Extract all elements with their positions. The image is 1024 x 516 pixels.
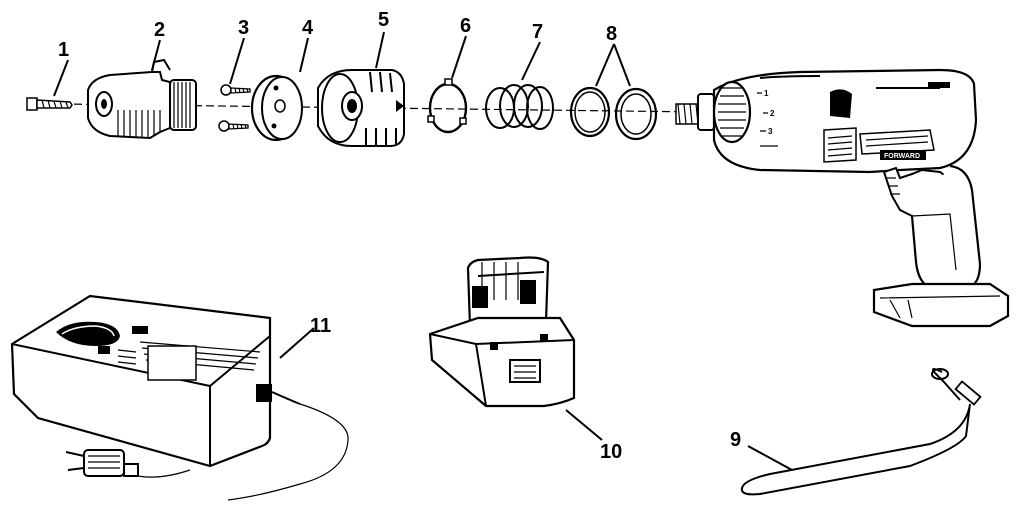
callout-3: 3 [238,17,249,39]
part-spring [485,84,554,130]
drill-brand-label: FORWARD [884,153,920,160]
part-screws [218,84,251,132]
callout-7: 7 [532,21,543,43]
part-chuck [87,58,197,140]
callout-10: 10 [600,441,622,463]
part-retaining-ring [427,78,468,134]
part-battery-pack [428,256,576,408]
callout-4: 4 [302,17,314,39]
part-wrist-strap [740,368,982,496]
callout-1: 1 [58,39,69,61]
callout-9: 9 [730,429,741,451]
callout-5: 5 [378,9,389,31]
leader-lines [53,31,793,471]
clutch-setting-1: 1 [764,89,769,98]
callout-2: 2 [154,19,165,41]
callout-6: 6 [460,15,471,37]
part-clutch-housing [317,69,405,147]
part-charger [10,294,349,501]
drill-body: FORWARD 1 2 3 [675,68,1010,328]
clutch-setting-2: 2 [770,109,775,118]
clutch-setting-3: 3 [768,127,773,136]
callout-8: 8 [606,23,617,45]
part-plate [250,74,303,142]
part-screw [26,97,73,111]
callout-labels: 1 2 3 4 5 6 7 8 9 10 11 [58,9,741,463]
part-washers [569,86,658,141]
callout-11: 11 [310,315,331,337]
